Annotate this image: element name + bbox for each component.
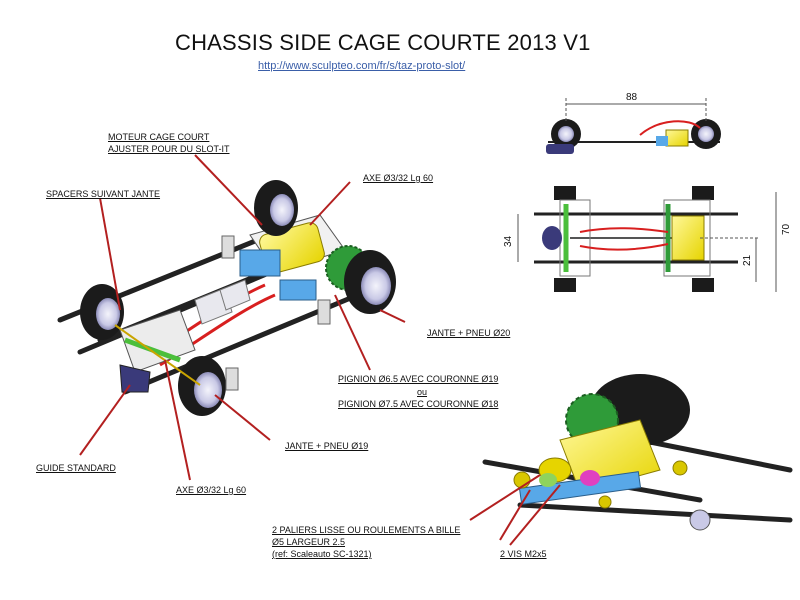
closeup-view	[482, 374, 793, 531]
label-jante-20: JANTE + PNEU Ø20	[427, 328, 511, 338]
side-view	[546, 98, 721, 154]
top-view	[517, 186, 777, 292]
label-pignion-2: PIGNION Ø7.5 AVEC COURONNE Ø18	[338, 399, 499, 409]
label-moteur-line1: MOTEUR CAGE COURT	[108, 132, 210, 142]
isometric-chassis-view	[57, 180, 396, 416]
label-pignion-1: PIGNION Ø6.5 AVEC COURONNE Ø19	[338, 374, 499, 384]
label-guide: GUIDE STANDARD	[36, 463, 116, 473]
dim-21-text: 21	[742, 254, 753, 266]
label-spacers: SPACERS SUIVANT JANTE	[46, 189, 161, 199]
label-paliers-1: 2 PALIERS LISSE OU ROULEMENTS A BILLE	[272, 525, 461, 535]
dim-70-text: 70	[781, 223, 792, 235]
label-paliers-2: Ø5 LARGEUR 2.5	[272, 537, 346, 547]
label-jante-19: JANTE + PNEU Ø19	[285, 441, 369, 451]
label-paliers-3: (ref: Scaleauto SC-1321)	[272, 549, 372, 559]
dim-34-text: 34	[503, 235, 514, 247]
label-axe-front: AXE Ø3/32 Lg 60	[363, 173, 434, 183]
label-vis: 2 VIS M2x5	[500, 549, 547, 559]
label-pignion-ou: ou	[417, 387, 428, 397]
page-title: CHASSIS SIDE CAGE COURTE 2013 V1	[175, 30, 591, 55]
dim-88-text: 88	[626, 92, 638, 103]
label-moteur-line2: AJUSTER POUR DU SLOT-IT	[108, 144, 230, 154]
callout-arrows	[79, 154, 561, 546]
source-link[interactable]: http://www.sculpteo.com/fr/s/taz-proto-s…	[258, 60, 466, 72]
label-axe-rear: AXE Ø3/32 Lg 60	[176, 485, 247, 495]
